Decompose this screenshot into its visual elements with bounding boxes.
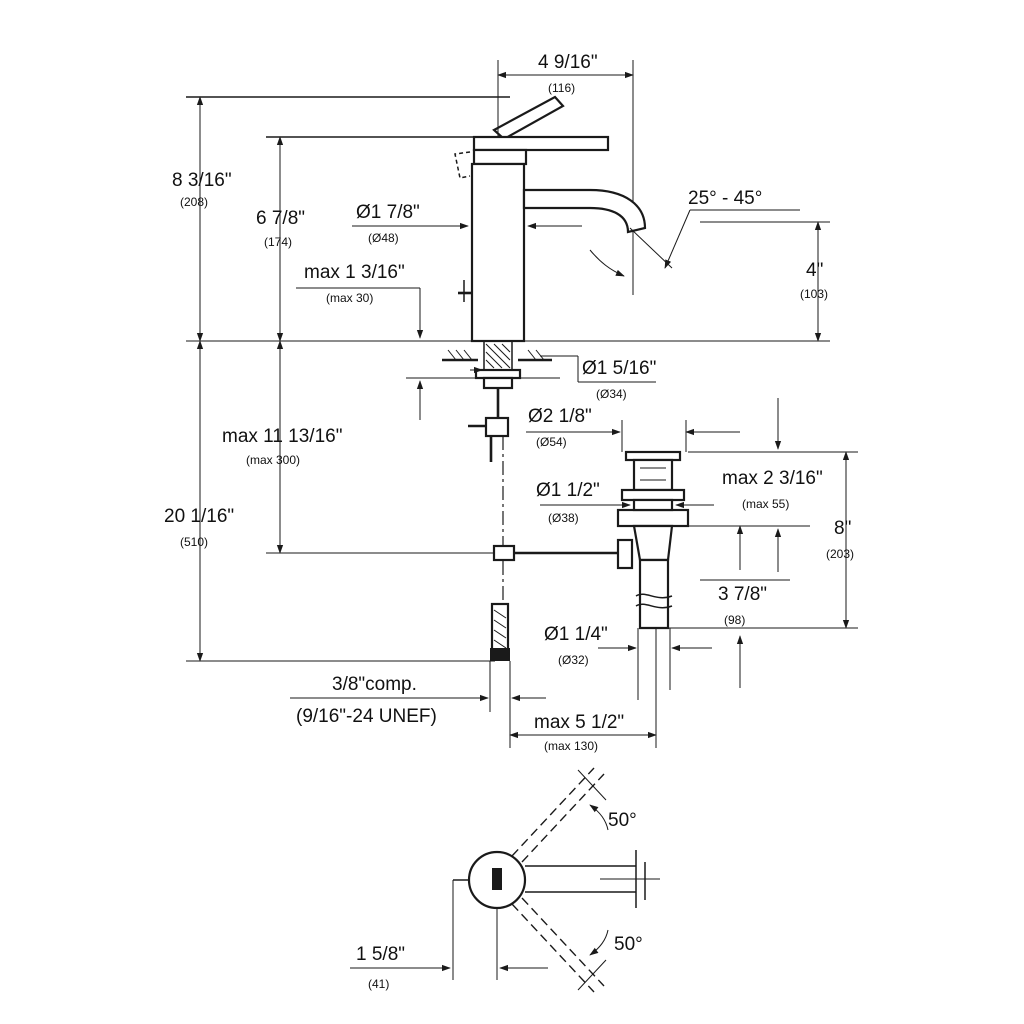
below-deck-label: max 11 13/16" bbox=[222, 426, 342, 447]
drain-offset-label: max 5 1/2" bbox=[534, 712, 624, 733]
supply-thread-label: (9/16"-24 UNEF) bbox=[296, 706, 437, 727]
dimension-arrows bbox=[196, 60, 858, 748]
drain-offset-metric: (max 130) bbox=[544, 739, 598, 753]
lever-angle-up-label: 50° bbox=[608, 810, 637, 831]
body-diameter-metric: (Ø48) bbox=[368, 231, 399, 245]
lever-angle-down-label: 50° bbox=[614, 934, 643, 955]
supply-comp-label: 3/8"comp. bbox=[332, 674, 417, 695]
tailpiece-metric: (Ø32) bbox=[558, 653, 589, 667]
body-height-metric: (174) bbox=[264, 235, 292, 249]
top-width-label: 4 9/16" bbox=[538, 52, 598, 73]
plan-offset-metric: (41) bbox=[368, 977, 389, 991]
top-width-metric: (116) bbox=[548, 81, 575, 95]
spout-height-metric: (103) bbox=[800, 287, 828, 301]
sink-thickness-metric: (max 55) bbox=[742, 497, 789, 511]
drain-flange-metric: (Ø54) bbox=[536, 435, 567, 449]
faucet-body bbox=[406, 95, 647, 661]
drain-flange-label: Ø2 1/8" bbox=[528, 406, 592, 427]
below-deck-metric: (max 300) bbox=[246, 453, 300, 467]
body-diameter-label: Ø1 7/8" bbox=[356, 202, 420, 223]
tailpiece-rise-label: 3 7/8" bbox=[718, 584, 767, 605]
deck-thickness-label: max 1 3/16" bbox=[304, 262, 405, 283]
spout-angle-label: 25° - 45° bbox=[688, 188, 762, 209]
dimension-labels: 4 9/16" (116) 8 3/16" (208) 6 7/8" (174)… bbox=[164, 52, 854, 991]
spout-height-label: 4" bbox=[806, 260, 823, 281]
shank-diameter-metric: (Ø34) bbox=[596, 387, 627, 401]
shank-diameter-label: Ø1 5/16" bbox=[582, 358, 656, 379]
overall-height-metric: (208) bbox=[180, 195, 208, 209]
sink-thickness-label: max 2 3/16" bbox=[722, 468, 823, 489]
body-height-label: 6 7/8" bbox=[256, 208, 305, 229]
plan-view bbox=[350, 767, 660, 993]
plan-offset-label: 1 5/8" bbox=[356, 944, 405, 965]
drain-body-metric: (Ø38) bbox=[548, 511, 579, 525]
total-height-label: 20 1/16" bbox=[164, 506, 234, 527]
tailpiece-label: Ø1 1/4" bbox=[544, 624, 608, 645]
drain-body-label: Ø1 1/2" bbox=[536, 480, 600, 501]
drain-assembly bbox=[616, 450, 690, 630]
drain-length-metric: (203) bbox=[826, 547, 854, 561]
total-height-metric: (510) bbox=[180, 535, 208, 549]
drain-length-label: 8" bbox=[834, 518, 851, 539]
overall-height-label: 8 3/16" bbox=[172, 170, 232, 191]
tailpiece-rise-metric: (98) bbox=[724, 613, 745, 627]
deck-thickness-metric: (max 30) bbox=[326, 291, 373, 305]
